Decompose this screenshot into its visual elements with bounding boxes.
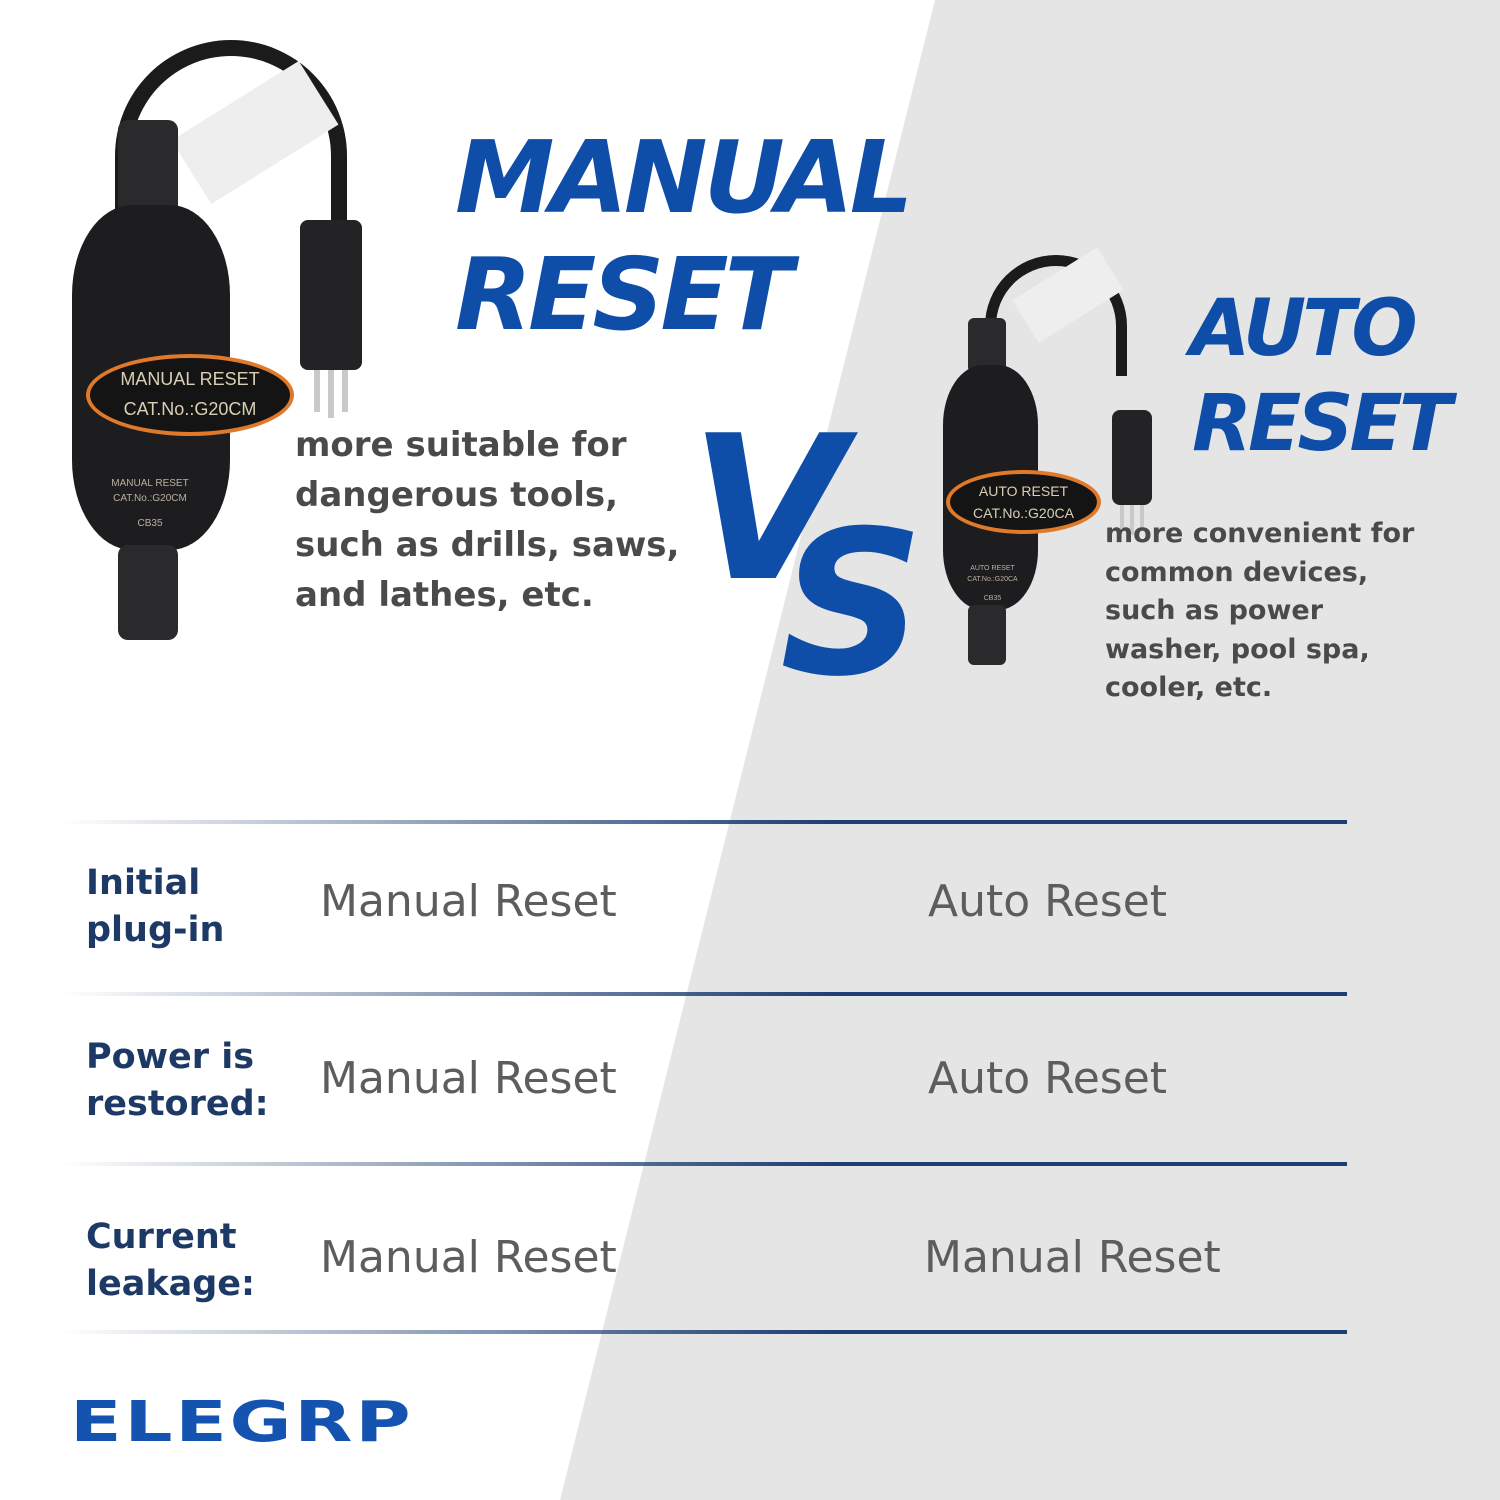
manual-description: more suitable for dangerous tools, such … bbox=[295, 425, 680, 615]
left-highlight-oval: MANUAL RESET CAT.No.:G20CM bbox=[86, 354, 294, 436]
auto-title: AUTO bbox=[1190, 284, 1418, 374]
table-divider bbox=[62, 1162, 1347, 1166]
right-oval-line2: CAT.No.:G20CA bbox=[973, 505, 1074, 521]
manual-reset-title: RESET bbox=[455, 236, 793, 353]
prong bbox=[314, 370, 320, 412]
ground-prong bbox=[328, 370, 334, 418]
manual-cell: Manual Reset bbox=[320, 876, 617, 927]
left-oval-line1: MANUAL RESET bbox=[120, 369, 260, 389]
manual-cell: Manual Reset bbox=[320, 1232, 617, 1283]
prong bbox=[1120, 505, 1124, 531]
ground-prong bbox=[1130, 505, 1134, 535]
prong bbox=[1140, 505, 1144, 531]
auto-description: more convenient for common devices, such… bbox=[1105, 518, 1415, 703]
right-body-print: AUTO RESET CAT.No.:G20CA CB35 bbox=[967, 565, 1018, 602]
manual-cell: Manual Reset bbox=[320, 1053, 617, 1104]
left-strain-relief-bottom bbox=[118, 545, 178, 640]
right-plug bbox=[1112, 410, 1152, 535]
left-strain-relief-top bbox=[118, 120, 178, 215]
left-oval-line2: CAT.No.:G20CM bbox=[123, 399, 257, 419]
auto-cell: Auto Reset bbox=[928, 876, 1168, 927]
right-power-cord bbox=[985, 255, 1127, 376]
auto-cell: Manual Reset bbox=[924, 1232, 1221, 1283]
table-divider bbox=[62, 992, 1347, 996]
right-strain-relief-bottom bbox=[968, 605, 1006, 665]
right-highlight-oval: AUTO RESET CAT.No.:G20CA bbox=[946, 470, 1101, 534]
row-label-initial-plugin: Initial plug-in bbox=[86, 863, 225, 950]
vs-letter-s: S bbox=[780, 488, 925, 721]
auto-reset-title: RESET bbox=[1192, 379, 1452, 469]
manual-title: MANUAL bbox=[455, 119, 913, 236]
elegrp-logo: ELEGRP bbox=[70, 1390, 414, 1455]
row-label-power-restored: Power is restored: bbox=[86, 1037, 269, 1124]
prong bbox=[342, 370, 348, 412]
left-plug bbox=[300, 220, 362, 418]
auto-cell: Auto Reset bbox=[928, 1053, 1168, 1104]
left-body-print: MANUAL RESET CAT.No.:G20CM CB35 bbox=[111, 478, 189, 529]
vs-letter-v: V bbox=[690, 393, 845, 626]
table-divider bbox=[62, 820, 1347, 824]
right-oval-line1: AUTO RESET bbox=[978, 483, 1069, 499]
right-strain-relief-top bbox=[968, 318, 1006, 373]
row-label-current-leakage: Current leakage: bbox=[86, 1217, 256, 1304]
table-divider bbox=[62, 1330, 1347, 1334]
